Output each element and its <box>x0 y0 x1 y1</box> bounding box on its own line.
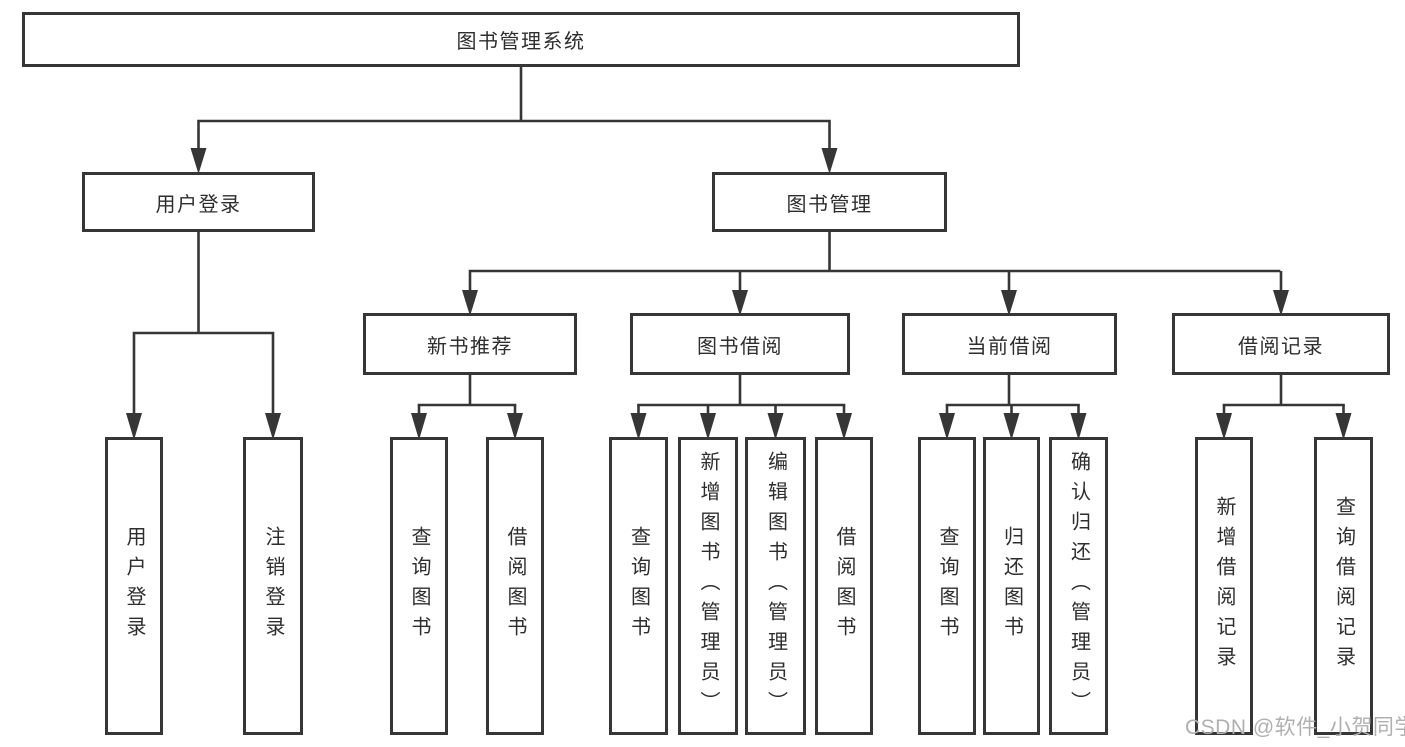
node-borrow-books-recommend: 借阅图书 <box>486 437 544 735</box>
node-book-management: 图书管理 <box>712 172 947 232</box>
node-user-login-group: 用户登录 <box>82 172 315 232</box>
node-confirm-return-admin: 确认归还（管理员） <box>1049 437 1108 735</box>
node-add-borrow-record: 新增借阅记录 <box>1195 437 1253 735</box>
node-query-books-recommend: 查询图书 <box>390 437 448 735</box>
node-book-borrowing: 图书借阅 <box>630 313 850 375</box>
node-borrowing-records: 借阅记录 <box>1172 313 1390 375</box>
node-return-books: 归还图书 <box>983 437 1040 735</box>
node-borrow-books: 借阅图书 <box>815 437 873 735</box>
node-current-borrowing: 当前借阅 <box>902 313 1117 375</box>
node-add-books-admin: 新增图书（管理员） <box>678 437 738 735</box>
node-query-borrow-record: 查询借阅记录 <box>1314 437 1373 735</box>
node-edit-books-admin: 编辑图书（管理员） <box>745 437 806 735</box>
node-user-login: 用户登录 <box>105 437 163 735</box>
node-query-books-borrowing: 查询图书 <box>609 437 668 735</box>
node-new-book-recommend: 新书推荐 <box>363 313 577 375</box>
csdn-watermark: CSDN @软件_小贺同学 <box>1185 716 1405 739</box>
node-query-books-current: 查询图书 <box>918 437 976 735</box>
node-library-management-system: 图书管理系统 <box>22 12 1020 67</box>
node-logout: 注销登录 <box>243 437 303 735</box>
